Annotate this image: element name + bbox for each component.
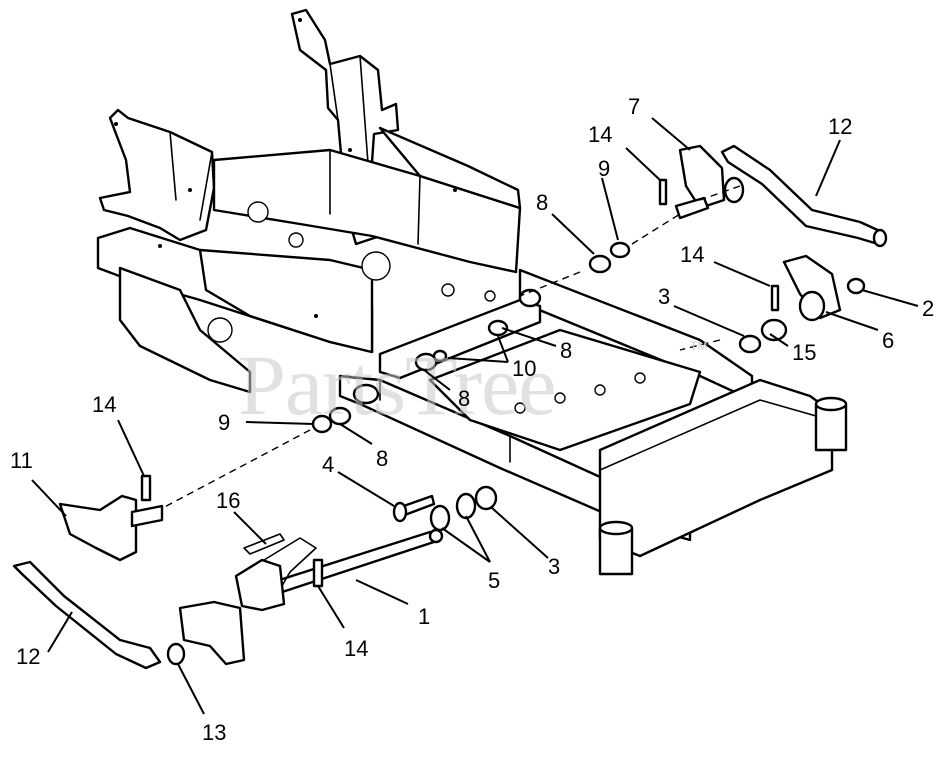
watermark-text: PartsTree [238, 337, 556, 433]
callout-13: 13 [202, 720, 226, 745]
washer-5b [455, 492, 477, 520]
washer-15 [760, 318, 788, 342]
callout-4: 4 [322, 452, 334, 477]
callout-7: 7 [628, 94, 640, 119]
callout-3-lower: 3 [548, 554, 560, 579]
bushing-3-upper [738, 334, 762, 354]
watermark-tm: TM [690, 339, 707, 353]
lift-rod-right [720, 144, 884, 246]
bracket-6 [782, 254, 842, 320]
bracket-upper [678, 144, 726, 210]
callout-8-lower: 8 [376, 446, 388, 471]
callout-11: 11 [10, 448, 33, 473]
watermark: PartsTree TM [238, 337, 707, 433]
callout-1: 1 [418, 604, 430, 629]
callout-9-upper: 9 [598, 156, 610, 181]
callout-12-upper: 12 [828, 114, 852, 139]
callout-14-left: 14 [92, 392, 116, 417]
callout-14-upper: 14 [588, 122, 612, 147]
callout-2: 2 [922, 296, 934, 321]
bushing-3-lower [474, 485, 498, 511]
callout-15: 15 [792, 340, 816, 365]
leader-lines [31, 117, 919, 715]
lift-arm-assembly-left [12, 406, 498, 670]
lift-arm-assembly-right [414, 144, 888, 372]
mower-frame [96, 8, 848, 576]
callout-8-frame: 8 [560, 338, 572, 363]
callout-16: 16 [216, 488, 240, 513]
bracket-11 [58, 494, 138, 562]
callout-3-upper: 3 [658, 284, 670, 309]
bushing-2 [846, 277, 866, 295]
callout-9-lower: 9 [218, 410, 230, 435]
bushing-8-upper [588, 254, 612, 274]
callout-14-lower: 14 [344, 636, 368, 661]
callout-5: 5 [488, 568, 500, 593]
callout-14-right: 14 [680, 242, 704, 267]
callout-8-mid: 8 [458, 386, 470, 411]
washer-5a [429, 504, 451, 532]
callouts: 1 2 3 3 4 5 6 7 8 8 8 8 9 9 10 11 12 12 … [10, 94, 934, 745]
washer-9-upper [609, 241, 631, 259]
lift-rod-left [12, 560, 162, 670]
callout-12-lower: 12 [16, 644, 40, 669]
callout-10: 10 [512, 356, 536, 381]
bushing-13 [166, 642, 186, 666]
callout-6: 6 [882, 328, 894, 353]
callout-8-upper: 8 [536, 190, 548, 215]
